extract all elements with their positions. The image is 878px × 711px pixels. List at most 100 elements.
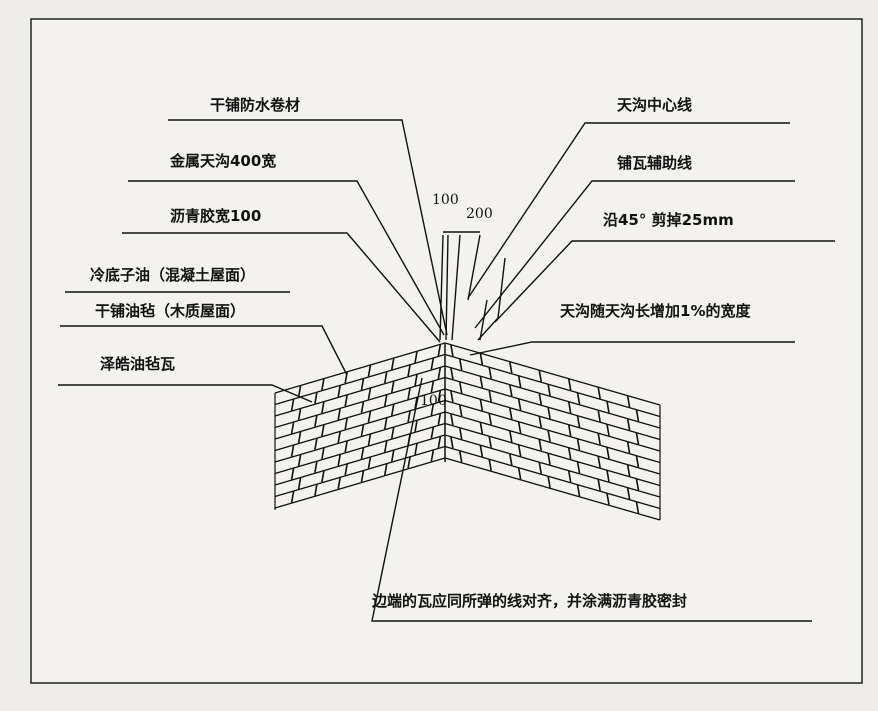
tile-joint bbox=[407, 387, 411, 400]
tile-joint bbox=[437, 436, 442, 449]
tile-joint bbox=[606, 401, 610, 413]
tile-joint bbox=[314, 392, 318, 404]
tile-joint bbox=[337, 431, 341, 443]
tile-joint bbox=[626, 418, 631, 431]
tile-joint bbox=[390, 380, 395, 393]
tile-joint bbox=[430, 380, 435, 393]
tile-course-line bbox=[444, 457, 661, 521]
tile-joint bbox=[606, 470, 610, 482]
tile-joint bbox=[538, 462, 543, 474]
tile-joint bbox=[344, 417, 348, 430]
tile-joint bbox=[488, 436, 492, 448]
tile-joint bbox=[517, 375, 522, 388]
tile-course-line bbox=[274, 445, 446, 498]
tile-joint bbox=[576, 438, 581, 451]
leader-line bbox=[168, 119, 448, 336]
tile-joint bbox=[576, 392, 581, 405]
tile-joint bbox=[488, 367, 492, 379]
tile-joint bbox=[517, 421, 522, 434]
tile-joint bbox=[626, 464, 631, 477]
tile-joint bbox=[635, 478, 640, 491]
tile-joint bbox=[407, 456, 411, 469]
tile-joint bbox=[360, 378, 365, 391]
tile-joint bbox=[383, 440, 388, 453]
label-valley-width: 天沟随天沟长增加1%的宽度 bbox=[560, 302, 751, 320]
tile-joint bbox=[597, 410, 601, 422]
tile-joint bbox=[314, 461, 318, 473]
tile-course-line bbox=[444, 422, 661, 487]
tile-joint bbox=[367, 387, 372, 400]
label-edge-tiles: 边端的瓦应同所弹的线对齐，并涂满沥青胶密封 bbox=[371, 592, 687, 610]
tile-joint bbox=[321, 447, 325, 460]
label-valley-centerline: 天沟中心线 bbox=[617, 96, 692, 114]
tile-joint bbox=[458, 381, 463, 394]
tile-course-line bbox=[274, 422, 446, 475]
tile-joint bbox=[458, 404, 463, 417]
tile-joint bbox=[414, 420, 418, 432]
tile-joint bbox=[297, 408, 302, 421]
tile-joint bbox=[626, 441, 631, 454]
tile-joint bbox=[576, 461, 581, 474]
tile-joint bbox=[314, 415, 318, 427]
labels: 干铺防水卷材 金属天沟400宽 沥青胶宽100 冷底子油（混凝土屋面） 干铺油毡… bbox=[90, 96, 751, 610]
tile-joint bbox=[450, 367, 454, 380]
valley-strip bbox=[445, 234, 449, 341]
leader-line bbox=[122, 232, 441, 343]
tile-joint bbox=[488, 413, 492, 425]
tile-joint bbox=[314, 438, 318, 450]
tile-joint bbox=[479, 445, 484, 457]
tile-joint bbox=[297, 454, 302, 467]
tile-joint bbox=[547, 407, 551, 419]
tile-course-line bbox=[444, 353, 661, 418]
tile-joint bbox=[414, 443, 418, 455]
tile-joint bbox=[597, 456, 601, 468]
tile-joint bbox=[626, 487, 631, 500]
tile-joint bbox=[360, 470, 365, 483]
leader-line bbox=[58, 384, 313, 403]
leader-line bbox=[467, 122, 790, 299]
tile-joint bbox=[337, 408, 341, 420]
tile-joint bbox=[430, 449, 435, 462]
tile-joint bbox=[383, 394, 388, 407]
tile-joint bbox=[367, 364, 372, 377]
tile-joint bbox=[337, 477, 341, 489]
tile-joint bbox=[290, 398, 295, 411]
tile-joint bbox=[321, 401, 325, 414]
tile-joint bbox=[367, 433, 372, 446]
tile-joint bbox=[390, 403, 395, 416]
tile-course-line bbox=[274, 457, 446, 509]
tile-joint bbox=[517, 398, 522, 411]
tile-joint bbox=[344, 440, 348, 453]
tile-course-line bbox=[444, 445, 661, 510]
tile-joint bbox=[567, 378, 572, 391]
tile-joint bbox=[290, 421, 295, 434]
tile-joint bbox=[547, 476, 551, 488]
tile-joint bbox=[430, 426, 435, 439]
tile-joint bbox=[407, 410, 411, 423]
leader-line bbox=[371, 377, 812, 622]
diagram-frame bbox=[30, 18, 863, 684]
tile-joint bbox=[297, 431, 302, 444]
tile-joint bbox=[290, 490, 295, 503]
tile-joint bbox=[383, 371, 388, 384]
tile-joint bbox=[337, 454, 341, 466]
tile-joint bbox=[414, 351, 418, 363]
tile-joint bbox=[337, 385, 341, 397]
tile-joint bbox=[360, 424, 365, 437]
tile-course-line bbox=[444, 376, 661, 441]
tile-joint bbox=[360, 447, 365, 460]
tile-joint bbox=[547, 430, 551, 442]
tile-joint bbox=[290, 444, 295, 457]
tile-joint bbox=[437, 344, 442, 357]
tile-joint bbox=[538, 416, 543, 428]
valley-strip bbox=[439, 234, 444, 341]
label-guide-line: 铺瓦辅助线 bbox=[617, 154, 692, 172]
tile-joint bbox=[626, 395, 631, 408]
tile-joint bbox=[509, 361, 513, 374]
tile-joint bbox=[450, 413, 454, 426]
tile-joint bbox=[321, 470, 325, 483]
leader-line bbox=[494, 240, 835, 323]
tile-joint bbox=[290, 467, 295, 480]
tile-joint bbox=[458, 358, 463, 371]
